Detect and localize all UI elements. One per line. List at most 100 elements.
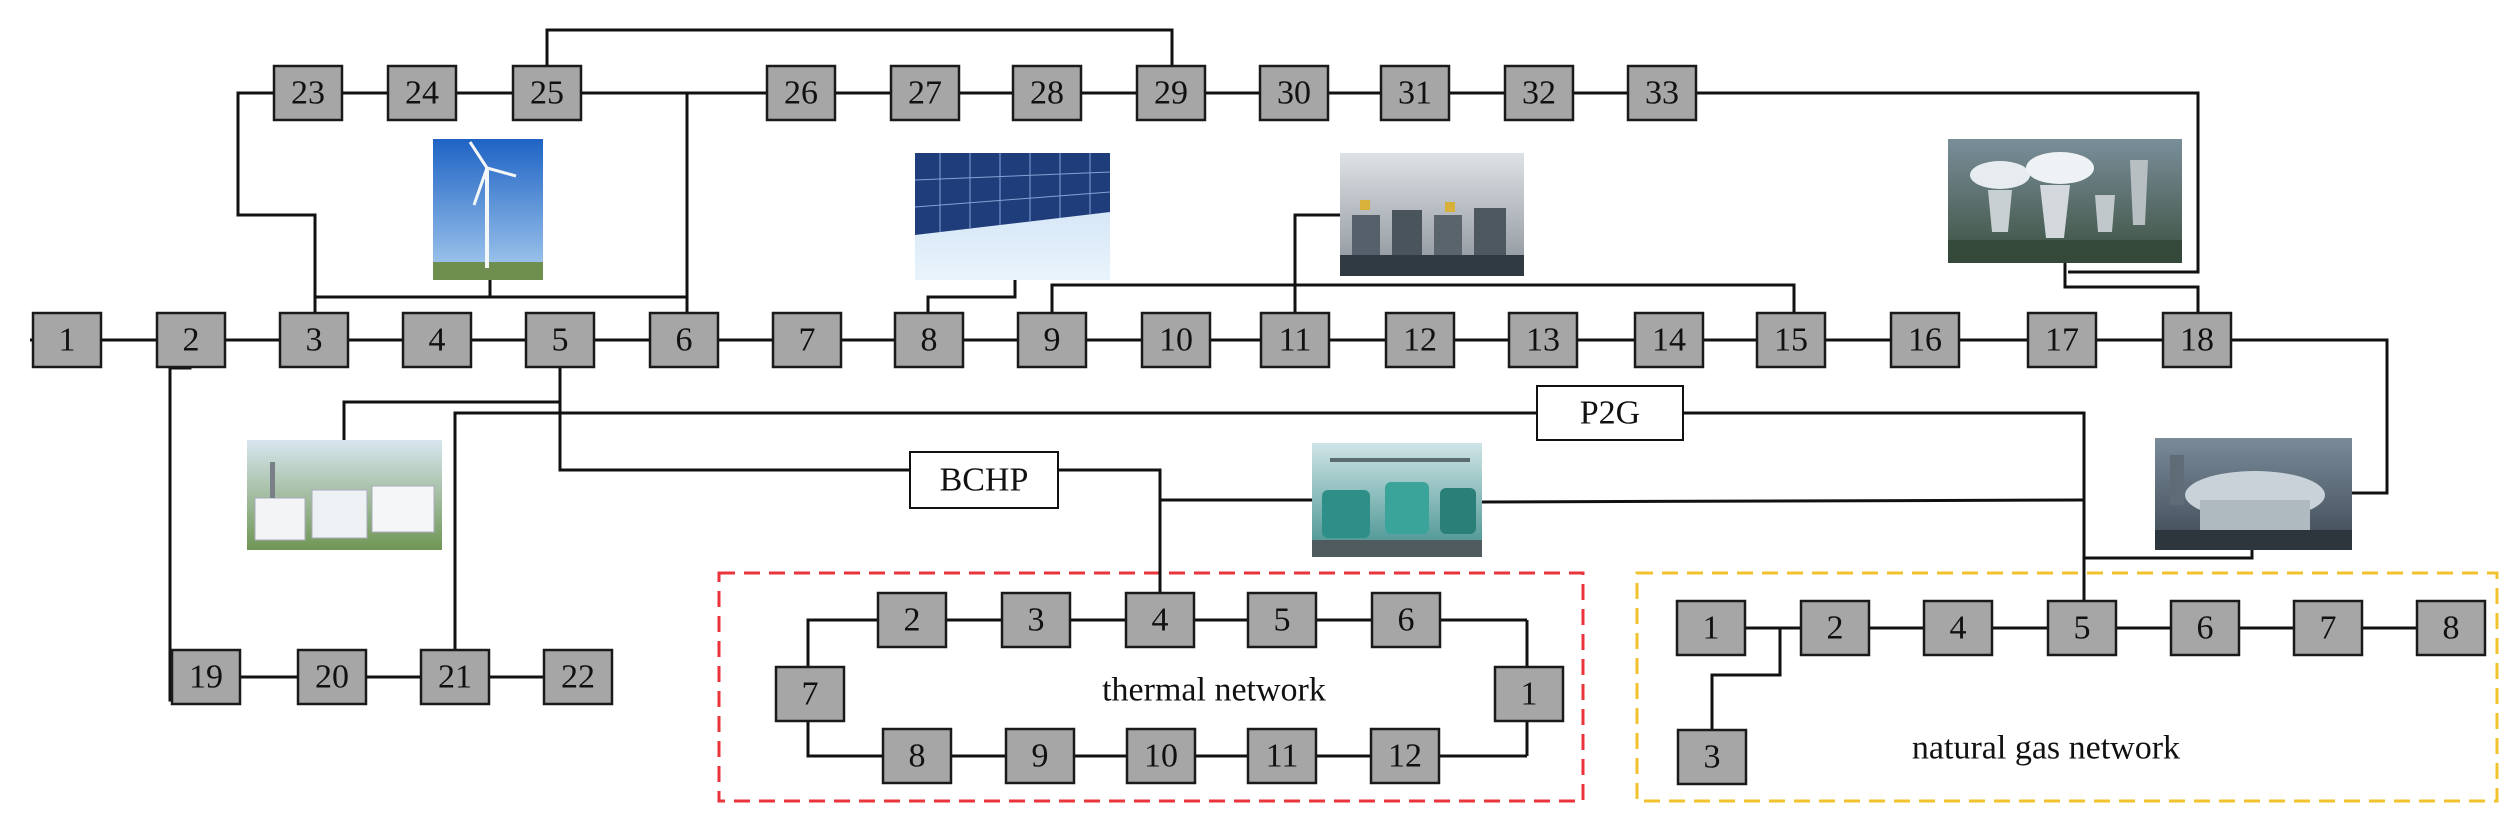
svg-text:3: 3 bbox=[1704, 739, 1721, 776]
electric-node: 28 bbox=[1011, 64, 1083, 122]
svg-text:5: 5 bbox=[2074, 610, 2091, 647]
svg-text:28: 28 bbox=[1030, 75, 1064, 112]
electric-node: 15 bbox=[1755, 311, 1827, 369]
bchp-label-box: BCHP bbox=[909, 451, 1059, 509]
svg-text:1: 1 bbox=[59, 322, 76, 359]
electric-node: 17 bbox=[2026, 311, 2098, 369]
svg-text:3: 3 bbox=[1028, 602, 1045, 639]
svg-text:7: 7 bbox=[799, 322, 816, 359]
electric-node: 18 bbox=[2161, 311, 2233, 369]
thermal-node: 6 bbox=[1370, 591, 1442, 649]
svg-text:21: 21 bbox=[438, 659, 472, 696]
svg-text:1: 1 bbox=[1703, 610, 1720, 647]
solar-panel-photo bbox=[914, 153, 1111, 280]
svg-text:8: 8 bbox=[921, 322, 938, 359]
svg-text:13: 13 bbox=[1526, 322, 1560, 359]
gas-network-region bbox=[1635, 571, 2499, 803]
svg-text:7: 7 bbox=[802, 676, 819, 713]
svg-text:8: 8 bbox=[2443, 610, 2460, 647]
svg-text:P2G: P2G bbox=[1580, 395, 1640, 432]
gas-nodes: 1 2 3 4 5 6 7 8 bbox=[1675, 599, 2487, 786]
gas-node: 4 bbox=[1922, 599, 1994, 657]
electric-node: 24 bbox=[386, 64, 458, 122]
electric-node: 23 bbox=[272, 64, 344, 122]
electric-node: 13 bbox=[1507, 311, 1579, 369]
electric-node: 26 bbox=[765, 64, 837, 122]
svg-text:32: 32 bbox=[1522, 75, 1556, 112]
electric-node: 6 bbox=[648, 311, 720, 369]
svg-text:11: 11 bbox=[1266, 738, 1299, 775]
wind-turbine-photo bbox=[433, 139, 543, 280]
gas-node: 3 bbox=[1676, 728, 1748, 786]
svg-text:8: 8 bbox=[909, 738, 926, 775]
svg-text:6: 6 bbox=[1398, 602, 1415, 639]
svg-text:10: 10 bbox=[1159, 322, 1193, 359]
electric-node: 20 bbox=[296, 648, 368, 706]
electric-node: 21 bbox=[419, 648, 491, 706]
electric-node: 1 bbox=[31, 311, 103, 369]
svg-text:9: 9 bbox=[1044, 322, 1061, 359]
svg-text:4: 4 bbox=[429, 322, 446, 359]
svg-text:23: 23 bbox=[291, 75, 325, 112]
svg-text:5: 5 bbox=[1274, 602, 1291, 639]
svg-text:6: 6 bbox=[676, 322, 693, 359]
electric-node: 9 bbox=[1016, 311, 1088, 369]
gas-node: 5 bbox=[2046, 599, 2118, 657]
gas-network-label: natural gas network bbox=[1912, 730, 2180, 767]
svg-text:2: 2 bbox=[1827, 610, 1844, 647]
thermal-node: 10 bbox=[1125, 727, 1197, 785]
electric-node: 5 bbox=[524, 311, 596, 369]
svg-text:11: 11 bbox=[1279, 322, 1312, 359]
svg-text:33: 33 bbox=[1645, 75, 1679, 112]
svg-text:3: 3 bbox=[306, 322, 323, 359]
thermal-network-label: thermal network bbox=[1102, 672, 1326, 709]
svg-text:26: 26 bbox=[784, 75, 818, 112]
electric-node: 30 bbox=[1258, 64, 1330, 122]
svg-text:14: 14 bbox=[1652, 322, 1686, 359]
svg-text:4: 4 bbox=[1950, 610, 1967, 647]
thermal-node: 7 bbox=[774, 665, 846, 723]
cooling-tower-plant-photo bbox=[1948, 139, 2182, 263]
electric-node: 4 bbox=[401, 311, 473, 369]
gas-node: 1 bbox=[1675, 599, 1747, 657]
svg-text:29: 29 bbox=[1154, 75, 1188, 112]
svg-text:22: 22 bbox=[561, 659, 595, 696]
thermal-node: 8 bbox=[881, 727, 953, 785]
p2g-equipment-photo bbox=[1312, 443, 1482, 557]
electric-node: 31 bbox=[1379, 64, 1451, 122]
electric-node: 25 bbox=[511, 64, 583, 122]
thermal-network-region bbox=[717, 571, 1585, 803]
svg-text:24: 24 bbox=[405, 75, 439, 112]
electric-nodes: 1 2 3 4 5 6 7 8 9 10 11 12 13 14 15 16 1… bbox=[31, 64, 2233, 706]
svg-text:18: 18 bbox=[2180, 322, 2214, 359]
svg-text:4: 4 bbox=[1152, 602, 1169, 639]
svg-text:25: 25 bbox=[530, 75, 564, 112]
electric-node: 11 bbox=[1259, 311, 1331, 369]
electric-node: 29 bbox=[1135, 64, 1207, 122]
thermal-node: 9 bbox=[1004, 727, 1076, 785]
battery-storage-photo bbox=[247, 440, 442, 550]
svg-text:2: 2 bbox=[183, 322, 200, 359]
svg-text:12: 12 bbox=[1388, 738, 1422, 775]
gas-node: 2 bbox=[1799, 599, 1871, 657]
svg-text:2: 2 bbox=[904, 602, 921, 639]
electric-node: 3 bbox=[278, 311, 350, 369]
electric-node: 33 bbox=[1626, 64, 1698, 122]
electric-node: 7 bbox=[771, 311, 843, 369]
svg-text:17: 17 bbox=[2045, 322, 2079, 359]
electric-node: 27 bbox=[889, 64, 961, 122]
p2g-label-box: P2G bbox=[1536, 385, 1684, 441]
svg-text:15: 15 bbox=[1774, 322, 1808, 359]
electric-node: 22 bbox=[542, 648, 614, 706]
svg-text:16: 16 bbox=[1908, 322, 1942, 359]
thermal-node: 5 bbox=[1246, 591, 1318, 649]
electric-node: 8 bbox=[893, 311, 965, 369]
svg-text:19: 19 bbox=[189, 659, 223, 696]
svg-text:20: 20 bbox=[315, 659, 349, 696]
svg-text:27: 27 bbox=[908, 75, 942, 112]
electric-node: 19 bbox=[170, 648, 242, 706]
svg-text:1: 1 bbox=[1521, 676, 1538, 713]
svg-text:5: 5 bbox=[552, 322, 569, 359]
svg-text:7: 7 bbox=[2320, 610, 2337, 647]
svg-text:30: 30 bbox=[1277, 75, 1311, 112]
